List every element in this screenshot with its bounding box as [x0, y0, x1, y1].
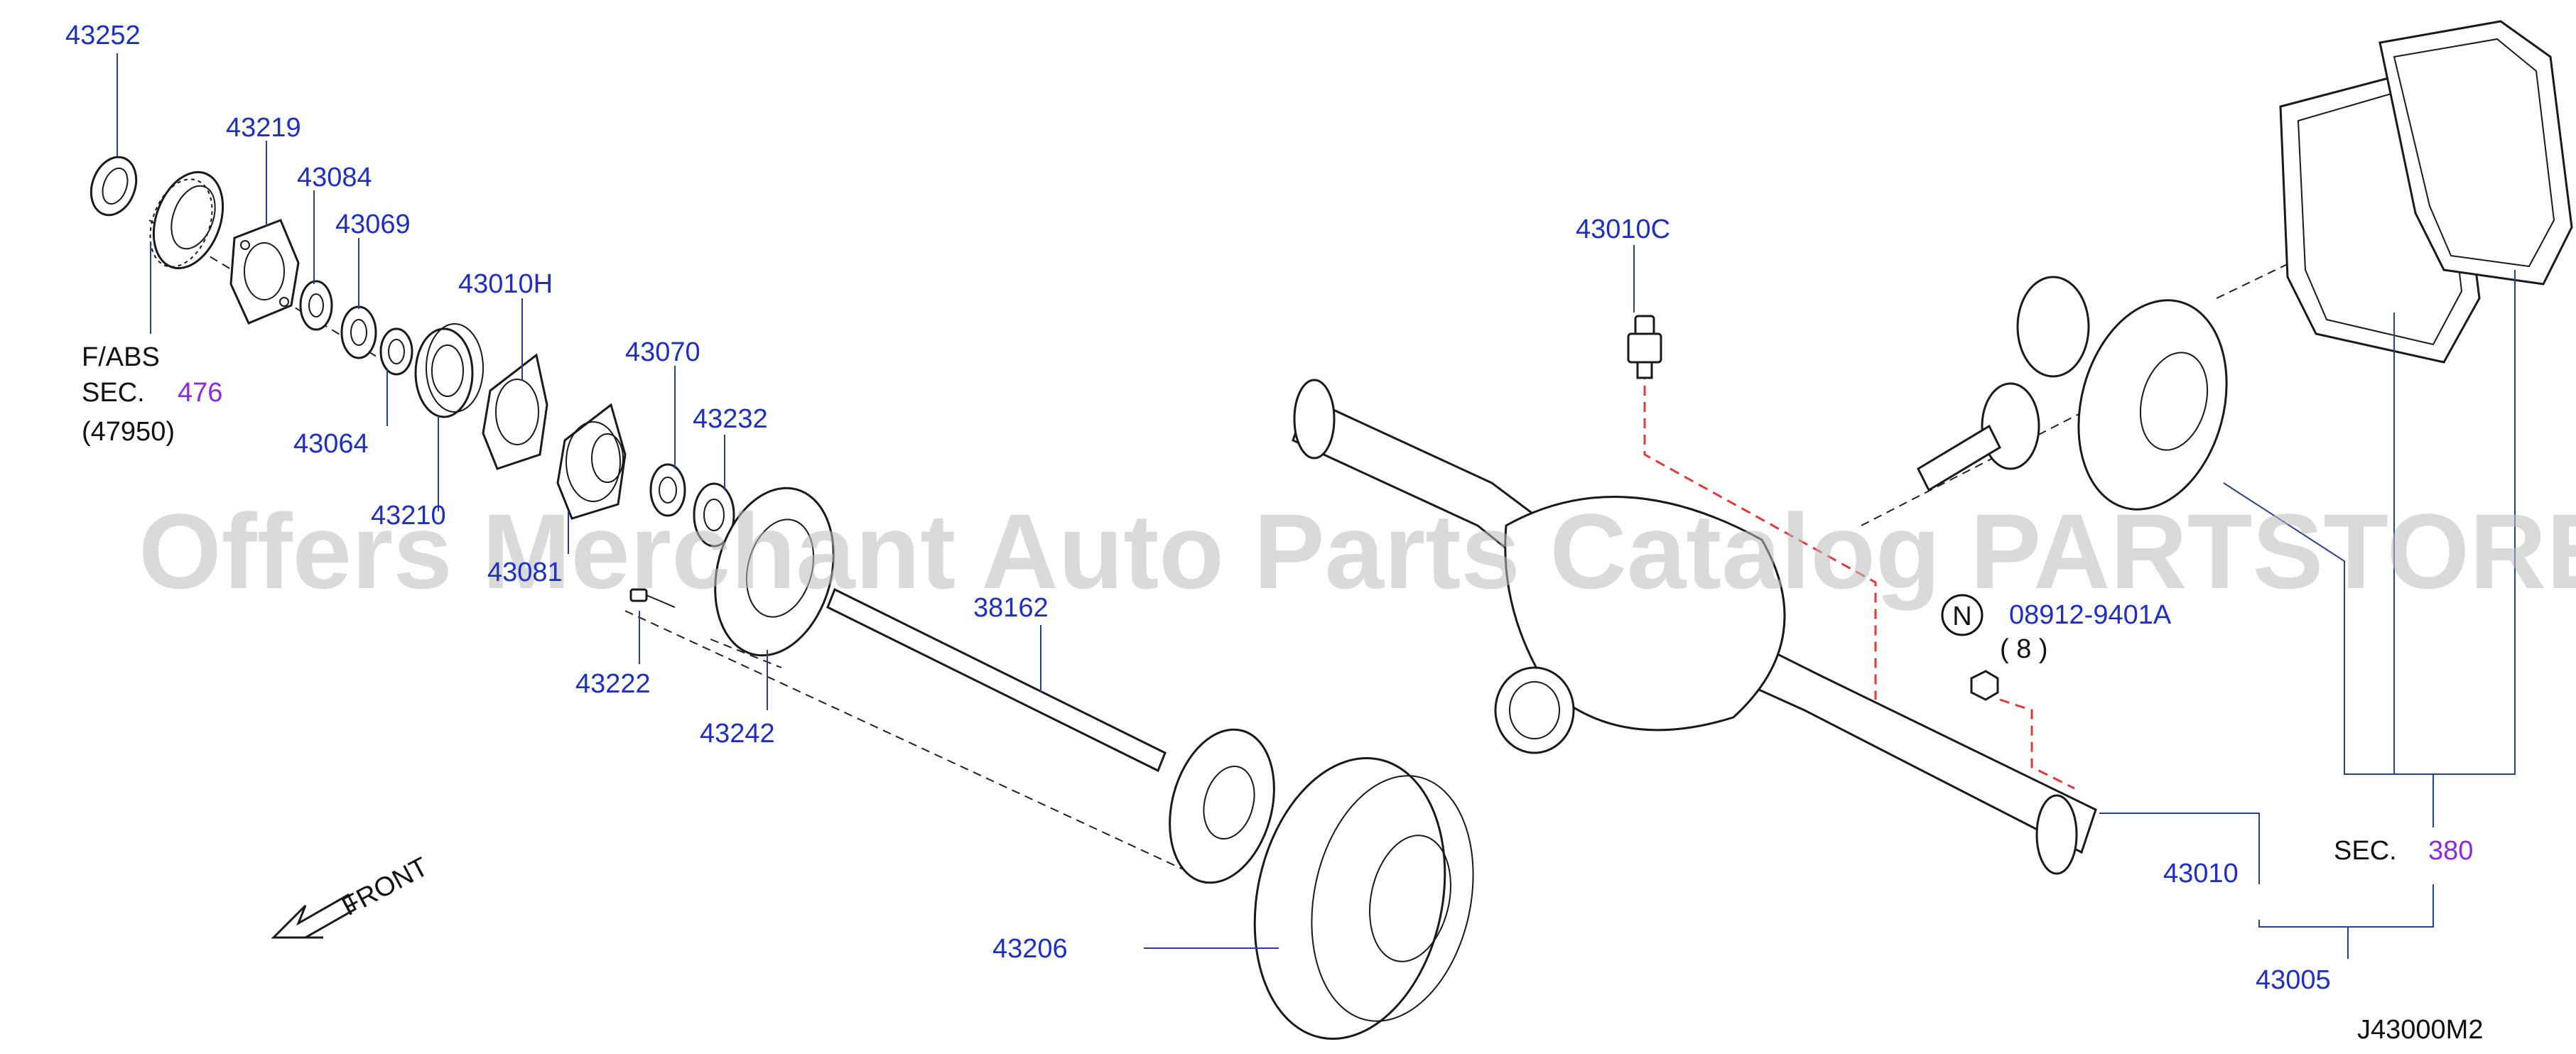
label-43010C[interactable]: 43010C	[1576, 214, 1670, 244]
axle-housing-43010[interactable]	[1292, 379, 2097, 875]
label-43064[interactable]: 43064	[293, 429, 369, 459]
diagram-code: J43000M2	[2357, 1015, 2483, 1045]
front-label: FRONT	[337, 852, 433, 922]
n-badge: N	[1941, 594, 1984, 636]
watermark-text: Offers Merchant Auto Parts Catalog PARTS…	[139, 491, 2576, 611]
leader-lines	[117, 53, 2516, 959]
hub-bolt-43222[interactable]	[629, 588, 676, 608]
label-43242[interactable]: 43242	[700, 719, 775, 749]
part-labels: 43252 43219 43084 43069 43010H 43070 432…	[65, 21, 2331, 995]
nut-08912-9401A[interactable]	[1970, 670, 1999, 701]
diff-ref-sec-number[interactable]: 380	[2428, 836, 2473, 866]
spacer-43064[interactable]	[379, 327, 413, 376]
diff-cover[interactable]	[2379, 20, 2573, 286]
front-arrow-icon	[271, 893, 357, 939]
label-43005[interactable]: 43005	[2256, 965, 2331, 995]
brake-drum-43206[interactable]	[1230, 740, 1495, 1054]
differential-carrier[interactable]	[1917, 276, 2248, 526]
label-08912-qty: ( 8 )	[2000, 634, 2048, 664]
bearing-cage-43010H[interactable]	[482, 353, 548, 470]
label-43206[interactable]: 43206	[992, 934, 1068, 964]
label-43222[interactable]: 43222	[575, 669, 651, 699]
abs-ref-sec-label: SEC.	[82, 378, 145, 408]
diff-section-ref: SEC. 380	[2334, 836, 2473, 866]
abs-sensor-rotor[interactable]	[139, 163, 236, 278]
backing-plate-43242[interactable]	[698, 474, 852, 668]
bearing-43232[interactable]	[693, 482, 735, 548]
oil-seal-43252[interactable]	[83, 151, 144, 221]
label-43010[interactable]: 43010	[2163, 859, 2239, 889]
label-43232[interactable]: 43232	[693, 404, 768, 434]
label-43069[interactable]: 43069	[335, 210, 411, 239]
label-43084[interactable]: 43084	[297, 163, 372, 192]
diff-ref-sec-label: SEC.	[2334, 836, 2397, 866]
lock-washer-43084[interactable]	[299, 280, 333, 331]
abs-ref-line3: (47950)	[82, 417, 175, 447]
washer-43069[interactable]	[340, 305, 377, 359]
n-badge-letter: N	[1952, 602, 1971, 631]
label-43070[interactable]: 43070	[625, 337, 700, 367]
oil-seal-43070[interactable]	[649, 463, 686, 517]
bearing-43210[interactable]	[414, 323, 484, 418]
gasket-43219[interactable]	[229, 219, 300, 325]
label-43010H[interactable]: 43010H	[458, 269, 553, 299]
breather-43010C[interactable]	[1627, 315, 1662, 379]
retainer-43081[interactable]	[556, 403, 627, 520]
label-43210[interactable]: 43210	[371, 501, 446, 531]
label-38162[interactable]: 38162	[973, 593, 1049, 623]
label-08912-9401A[interactable]: 08912-9401A	[2009, 600, 2172, 630]
label-43081[interactable]: 43081	[487, 558, 563, 587]
abs-ref-line1: F/ABS	[82, 342, 160, 372]
axle-shaft-38162[interactable]	[826, 587, 1290, 894]
label-43219[interactable]: 43219	[226, 113, 301, 143]
abs-section-ref: F/ABS SEC. 476 (47950)	[82, 342, 222, 447]
abs-ref-sec-number[interactable]: 476	[178, 378, 222, 408]
label-43252[interactable]: 43252	[65, 21, 141, 50]
